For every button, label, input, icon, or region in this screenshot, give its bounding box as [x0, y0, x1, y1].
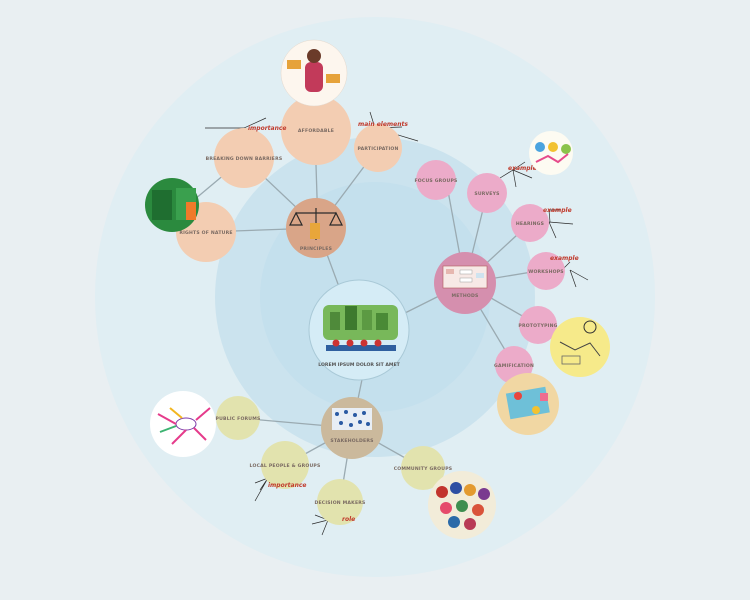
center-label: LOREM IPSUM DOLOR SIT AMET — [318, 362, 400, 368]
method-node-prototyping[interactable]: PROTOTYPING — [518, 306, 557, 344]
svg-text:COMMUNITY GROUPS: COMMUNITY GROUPS — [394, 466, 453, 472]
svg-text:PROTOTYPING: PROTOTYPING — [518, 323, 557, 329]
board-game-icon — [497, 373, 559, 435]
relation-importance-bottom: importance — [268, 482, 307, 489]
principle-node-breaking-down-barriers[interactable]: BREAKING DOWN BARRIERS — [206, 128, 283, 188]
prototype-icon — [550, 317, 610, 377]
principles-hub[interactable]: PRINCIPLES — [286, 198, 346, 258]
justice-scale-icon — [289, 208, 343, 240]
svg-text:DECISION MAKERS: DECISION MAKERS — [314, 500, 365, 506]
relation-example-1: example — [508, 165, 537, 172]
svg-text:SURVEYS: SURVEYS — [474, 191, 499, 197]
mind-map-icon — [150, 391, 216, 457]
community-city-icon — [323, 305, 398, 351]
svg-text:PUBLIC FORUMS: PUBLIC FORUMS — [216, 416, 261, 422]
principle-node-participation[interactable]: PARTICIPATION — [354, 124, 402, 172]
stakeholders-label: STAKEHOLDERS — [330, 438, 373, 444]
svg-text:LOCAL PEOPLE & GROUPS: LOCAL PEOPLE & GROUPS — [250, 463, 321, 469]
stakeholder-node-public-forums[interactable]: PUBLIC FORUMS — [216, 396, 261, 440]
stakeholder-node-community-groups[interactable]: COMMUNITY GROUPS — [394, 446, 453, 490]
svg-text:WORKSHOPS: WORKSHOPS — [528, 269, 564, 275]
speaker-icon — [280, 39, 348, 107]
svg-text:RIGHTS OF NATURE: RIGHTS OF NATURE — [179, 230, 232, 236]
svg-text:FOCUS GROUPS: FOCUS GROUPS — [414, 178, 457, 184]
svg-text:AFFORDABLE: AFFORDABLE — [298, 128, 334, 134]
center-node[interactable]: LOREM IPSUM DOLOR SIT AMET — [308, 279, 410, 381]
infographic-icon — [529, 131, 573, 175]
methods-hub[interactable]: METHODS — [434, 252, 496, 314]
method-node-hearings[interactable]: HEARINGS — [511, 204, 549, 242]
relation-main-elements: main elements — [358, 121, 408, 128]
relation-example-2: example — [543, 207, 572, 214]
svg-text:HEARINGS: HEARINGS — [516, 221, 544, 227]
stakeholder-node-local-people[interactable]: LOCAL PEOPLE & GROUPS — [250, 441, 321, 489]
principles-label: PRINCIPLES — [300, 246, 332, 252]
relation-importance-top: importance — [248, 125, 287, 132]
stakeholders-hub[interactable]: STAKEHOLDERS — [321, 397, 383, 459]
relation-example-3: example — [550, 255, 579, 262]
svg-text:BREAKING DOWN BARRIERS: BREAKING DOWN BARRIERS — [206, 156, 283, 162]
people-network-icon — [332, 408, 372, 430]
flowchart-board-icon — [442, 265, 488, 289]
methods-label: METHODS — [451, 293, 478, 299]
svg-text:GAMIFICATION: GAMIFICATION — [494, 363, 534, 369]
crowd-icon — [428, 471, 496, 539]
stakeholder-node-decision-makers[interactable]: DECISION MAKERS — [314, 479, 365, 525]
method-node-focus-groups[interactable]: FOCUS GROUPS — [414, 160, 457, 200]
method-node-surveys[interactable]: SURVEYS — [467, 173, 507, 213]
principle-node-affordable[interactable]: AFFORDABLE — [281, 95, 351, 165]
svg-text:PARTICIPATION: PARTICIPATION — [357, 146, 398, 152]
relation-role: role — [342, 516, 355, 523]
method-node-workshops[interactable]: WORKSHOPS — [527, 252, 565, 290]
nature-rights-icon — [145, 178, 199, 232]
